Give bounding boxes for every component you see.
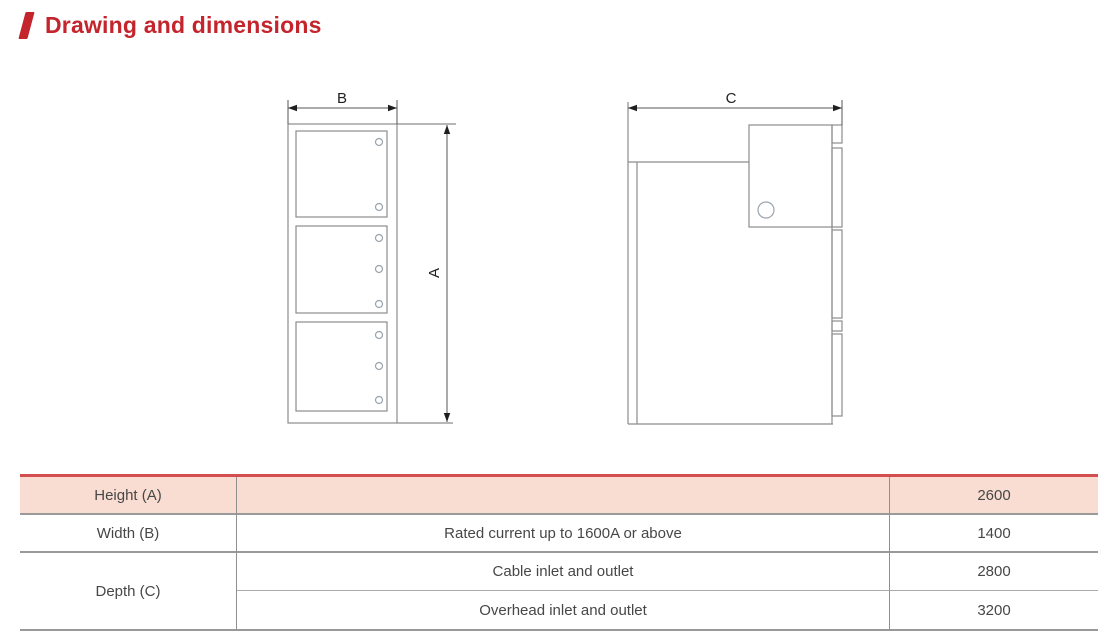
dimension-label-b: B: [337, 90, 347, 107]
dimensions-table: Height (A) 2600 Width (B) Rated current …: [20, 474, 1098, 631]
front-view-drawing: [287, 123, 456, 424]
table-cell-condition: [237, 477, 890, 515]
table-cell-value: 2600: [890, 477, 1098, 515]
dimension-label-c: C: [726, 90, 737, 107]
side-view-drawing: [627, 102, 843, 425]
arrowhead-left: [288, 104, 297, 112]
panel-knob: [374, 202, 384, 212]
panel-knob: [374, 299, 384, 309]
door-panel-bottom: [295, 321, 388, 412]
panel-knob: [374, 361, 384, 371]
panel-knob: [374, 264, 384, 274]
dimension-label-a: A: [426, 268, 443, 278]
table-cell-param: Width (B): [20, 515, 237, 553]
arrowhead-up: [443, 125, 451, 134]
rear-strip-segment: [831, 229, 843, 319]
panel-knob: [374, 137, 384, 147]
table-cell-param: Depth (C): [20, 553, 237, 629]
dimension-b: B: [287, 90, 398, 124]
dimension-c: C: [628, 90, 843, 125]
compartment-knob: [757, 201, 775, 219]
table-cell-condition: Cable inlet and outlet: [237, 553, 890, 591]
rear-strip-segment: [831, 320, 843, 332]
cabinet-outline: [287, 123, 398, 424]
rear-strip-segment: [831, 124, 843, 144]
rear-strip-segment: [831, 147, 843, 228]
panel-knob: [374, 233, 384, 243]
page-title: Drawing and dimensions: [45, 12, 322, 38]
table-cell-value: 3200: [977, 601, 1011, 619]
arrowhead-right: [388, 104, 397, 112]
door-panel-top: [295, 130, 388, 218]
table-cell-value: 1400: [890, 515, 1098, 553]
arrowhead-left: [628, 104, 637, 112]
panel-knob: [374, 395, 384, 405]
rear-strip-segment: [831, 333, 843, 417]
table-cell-value: 2800: [890, 553, 1098, 591]
arrowhead-right: [833, 104, 842, 112]
panel-knob: [374, 330, 384, 340]
section-header: Drawing and dimensions: [18, 12, 322, 39]
technical-drawing: B A C: [287, 90, 843, 425]
dimension-a: A: [426, 125, 451, 422]
table-cell-condition: Rated current up to 1600A or above: [237, 515, 890, 553]
door-panel-middle: [295, 225, 388, 314]
arrowhead-down: [443, 413, 451, 422]
table-cell-condition: Overhead inlet and outlet: [237, 591, 890, 629]
table-cell-param: Height (A): [20, 477, 237, 515]
